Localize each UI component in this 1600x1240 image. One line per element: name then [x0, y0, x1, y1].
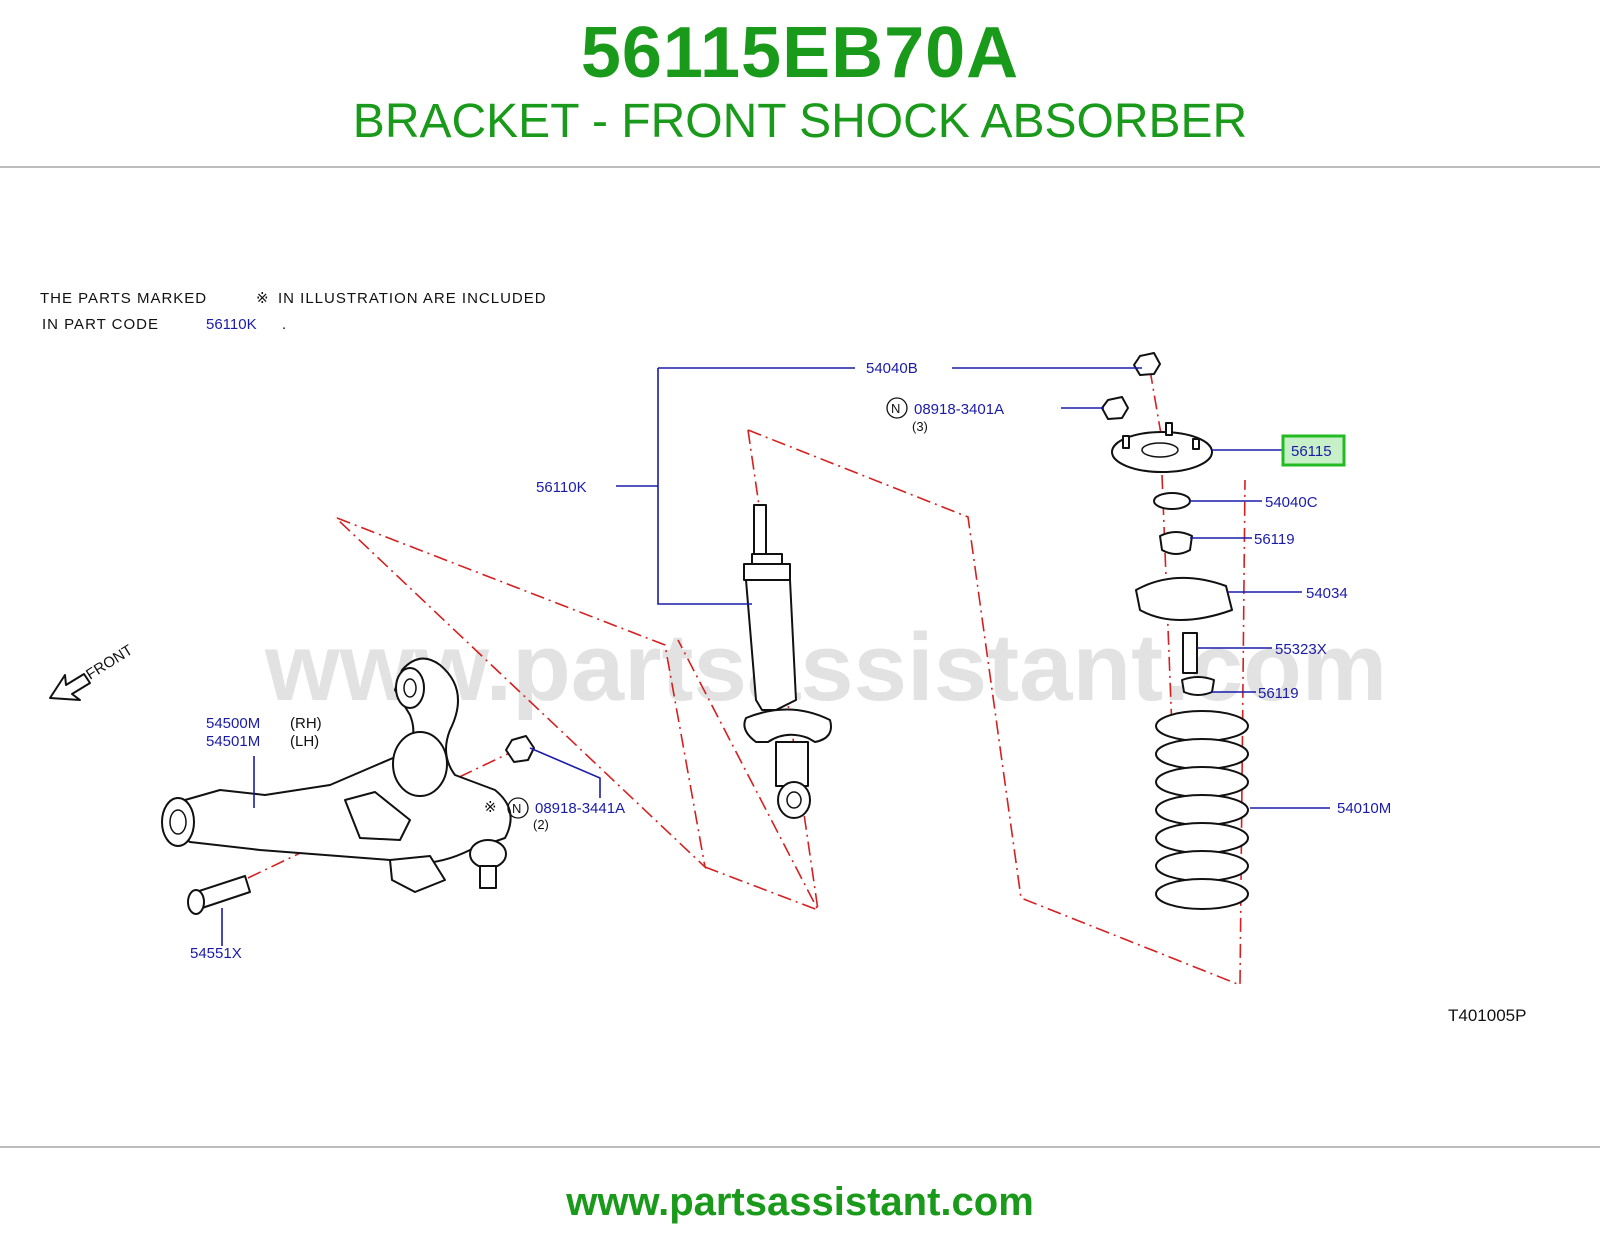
- shock-eye-inner: [786, 791, 802, 809]
- label-54501M[interactable]: 54501M: [206, 733, 260, 750]
- arm-bracket-b: [389, 855, 446, 893]
- footer-divider: [0, 1146, 1600, 1148]
- highlight-box-56115: [1281, 434, 1346, 467]
- rear-bushing-inner: [403, 678, 417, 698]
- coil-5: [1155, 822, 1249, 854]
- side-54501M: (LH): [290, 733, 319, 750]
- label-54551X[interactable]: 54551X: [190, 945, 242, 962]
- mount-axis-top: [1149, 369, 1163, 441]
- mount-bracket-center: [1141, 442, 1179, 458]
- nut-08918-3441A: [505, 735, 535, 763]
- rear-bushing: [395, 667, 425, 709]
- leader-lines: [221, 367, 1330, 946]
- shock-rod: [753, 504, 767, 556]
- mount-stud-a: [1122, 435, 1130, 449]
- mount-stud-b: [1165, 422, 1173, 436]
- front-arrow: FRONT: [49, 642, 136, 701]
- bump-stopper-56119-bottom: [1181, 676, 1215, 696]
- ref-mark-08918-3441A: ※: [484, 799, 497, 816]
- control-arm-frame-upper: [335, 517, 707, 870]
- note-part-code-link[interactable]: 56110K: [206, 316, 257, 333]
- label-54010M[interactable]: 54010M: [1337, 800, 1391, 817]
- shock-lower-body: [775, 741, 809, 787]
- coil-2: [1155, 738, 1249, 770]
- side-54500M: (RH): [290, 715, 322, 732]
- label-56119-bottom[interactable]: 56119: [1258, 685, 1299, 702]
- coil-1: [1155, 710, 1249, 742]
- front-bushing: [161, 797, 195, 847]
- part-number-title: 56115EB70A: [580, 13, 1020, 93]
- parts-diagram: www.partsassistant.com THE PARTS MARKED …: [40, 290, 1526, 1025]
- seat-54034: [1135, 577, 1233, 621]
- bolt-head: [187, 889, 205, 915]
- arm-cup: [392, 731, 448, 797]
- coil-6: [1155, 850, 1249, 882]
- shock-absorber: [743, 504, 832, 819]
- label-56115-highlighted[interactable]: 56115: [1291, 443, 1332, 460]
- coil-3: [1155, 766, 1249, 798]
- nut-54040B: [1133, 352, 1161, 376]
- leader-08918-3441A: [529, 747, 601, 798]
- leader-56110K-bracket: [657, 368, 752, 605]
- arm-bracket-a: [344, 791, 411, 841]
- control-arm-frame-lower: [677, 639, 820, 912]
- label-55323X[interactable]: 55323X: [1275, 641, 1327, 658]
- lower-control-arm: [161, 657, 535, 915]
- diagram-code: T401005P: [1448, 1006, 1526, 1025]
- label-56119-top[interactable]: 56119: [1254, 531, 1295, 548]
- mount-bracket-56115: [1111, 431, 1213, 473]
- strut-mount-stack: [1101, 352, 1233, 696]
- note-line2-start: IN PART CODE: [42, 316, 159, 333]
- note-line1-start: THE PARTS MARKED: [40, 290, 207, 307]
- front-bushing-inner: [169, 809, 187, 835]
- header-divider: [0, 166, 1600, 168]
- label-54040B[interactable]: 54040B: [866, 360, 918, 377]
- shock-cap: [743, 563, 791, 581]
- shock-rod-collar: [751, 553, 783, 565]
- mount-axis: [1161, 474, 1173, 731]
- note-symbol: ※: [256, 290, 270, 307]
- nut-08918-3401A: [1101, 396, 1129, 420]
- front-arrow-icon: [49, 673, 91, 701]
- shock-eye-bushing: [777, 781, 811, 819]
- label-08918-3401A[interactable]: 08918-3401A: [914, 401, 1004, 418]
- note-block: THE PARTS MARKED ※ IN ILLUSTRATION ARE I…: [40, 290, 547, 333]
- qty-08918-3401A: (3): [912, 419, 928, 434]
- header: 56115EB70A BRACKET - FRONT SHOCK ABSORBE…: [0, 0, 1600, 168]
- ball-joint-stud: [479, 865, 497, 889]
- label-54040C[interactable]: 54040C: [1265, 494, 1318, 511]
- spring-seat: [743, 708, 832, 743]
- front-arrow-label: FRONT: [83, 642, 136, 684]
- coil-7: [1155, 878, 1249, 910]
- n-mark-letter-2: N: [512, 801, 521, 816]
- n-mark-icon: [886, 397, 908, 419]
- label-08918-3441A[interactable]: 08918-3441A: [535, 800, 625, 817]
- qty-08918-3441A: (2): [533, 817, 549, 832]
- ball-joint: [469, 839, 507, 869]
- label-56110K[interactable]: 56110K: [536, 479, 587, 496]
- part-labels: 54040B N 08918-3401A (3) 56110K 56115 54…: [190, 360, 1526, 1025]
- bump-stopper-56119-top: [1159, 531, 1193, 555]
- note-line1-end: IN ILLUSTRATION ARE INCLUDED: [278, 290, 547, 307]
- coil-4: [1155, 794, 1249, 826]
- n-mark-icon-2: [507, 797, 529, 819]
- washer-54040C: [1153, 492, 1191, 510]
- mount-stud-c: [1192, 438, 1200, 450]
- n-mark-letter: N: [891, 401, 900, 416]
- coil-spring-54010M: [1155, 710, 1249, 910]
- footer-url[interactable]: www.partsassistant.com: [566, 1180, 1034, 1224]
- bound-bumper-55323X: [1182, 632, 1198, 674]
- label-54500M[interactable]: 54500M: [206, 715, 260, 732]
- label-54034[interactable]: 54034: [1306, 585, 1348, 602]
- note-line2-end: .: [282, 316, 287, 333]
- part-name-subtitle: BRACKET - FRONT SHOCK ABSORBER: [352, 95, 1248, 148]
